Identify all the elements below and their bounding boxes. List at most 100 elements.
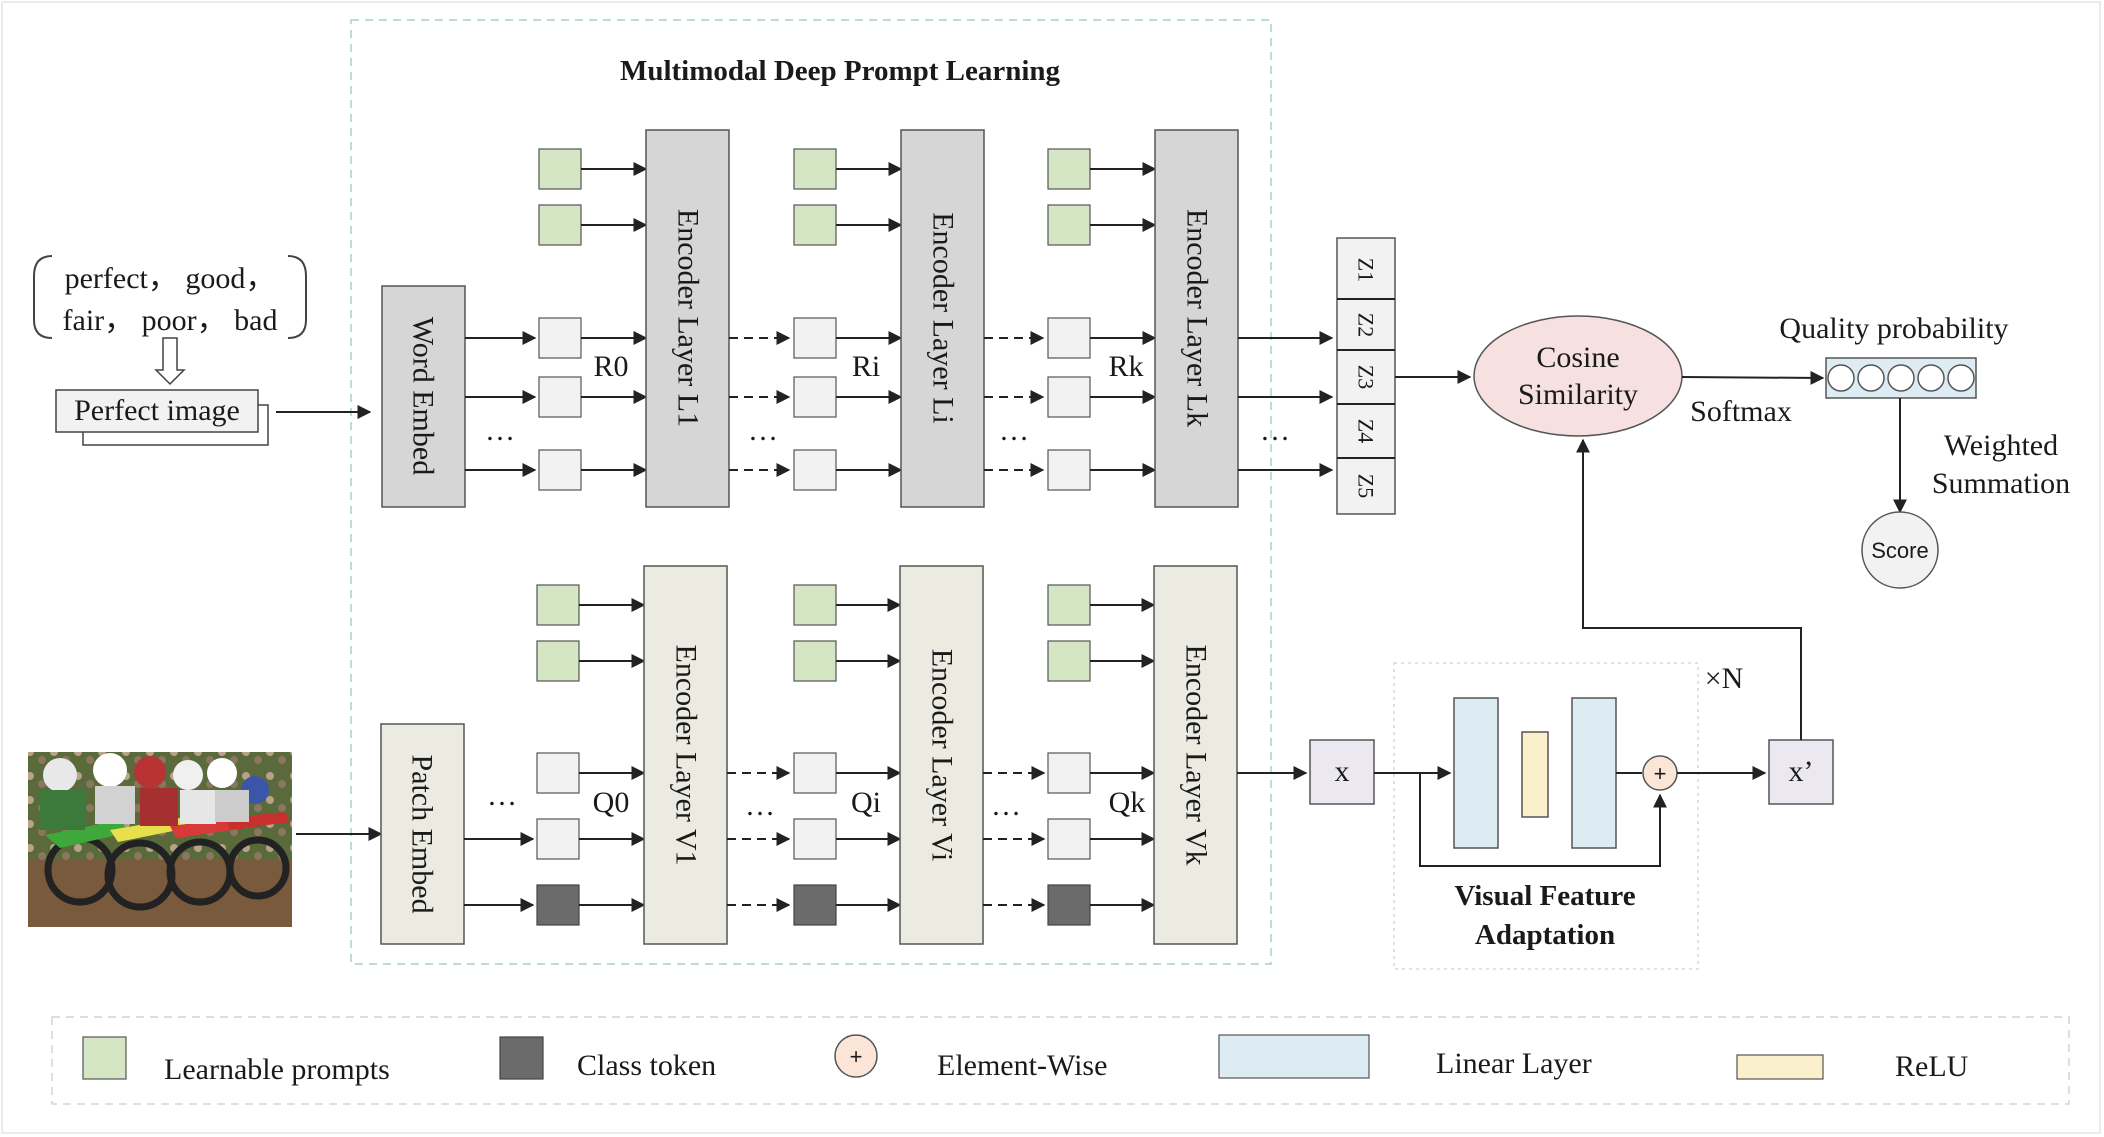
encoder-label-v1: Encoder Layer V1 <box>670 644 703 865</box>
weighted-summation-label-1: Weighted <box>1944 429 2058 462</box>
softmax-label: Softmax <box>1690 395 1792 428</box>
learnable-prompt <box>793 148 837 190</box>
image-token <box>536 752 580 794</box>
legend-element-wise-symbol <box>834 1034 878 1078</box>
image-token <box>1047 752 1091 794</box>
text-token <box>793 449 837 491</box>
text-token <box>793 317 837 359</box>
repeat-label: ×N <box>1705 662 1744 695</box>
encoder-layer-lk <box>1154 129 1239 508</box>
legend-class-token-swatch <box>499 1036 544 1080</box>
learnable-prompt <box>1047 204 1091 246</box>
legend-learnable-label: Learnable prompts <box>164 1053 390 1086</box>
legend-linear-swatch <box>1218 1034 1370 1079</box>
encoder-label-li: Encoder Layer Li <box>927 212 960 424</box>
relu-layer <box>1521 731 1549 818</box>
class-token <box>1047 884 1091 926</box>
prompt-label-qk: Qk <box>1109 786 1146 819</box>
weighted-summation-label-2: Summation <box>1932 467 2070 500</box>
text-token <box>538 317 582 359</box>
legend-class-token-label: Class token <box>577 1049 716 1082</box>
prompt-label-ri: Ri <box>852 350 880 383</box>
legend-relu-swatch <box>1736 1054 1824 1080</box>
z-token-stack: Z1 Z2 Z3 Z4 Z5 <box>1336 237 1396 515</box>
input-image <box>28 752 292 927</box>
learnable-prompt <box>538 148 582 190</box>
diagram-title: Multimodal Deep Prompt Learning <box>620 55 1061 87</box>
learnable-prompt <box>793 204 837 246</box>
learnable-prompt <box>1047 148 1091 190</box>
text-token <box>1047 317 1091 359</box>
learnable-prompt <box>536 584 580 626</box>
probability-vector <box>1825 357 1977 399</box>
patch-embed-box <box>380 723 465 945</box>
z-token-1: Z1 <box>1354 258 1379 282</box>
encoder-label-vk: Encoder Layer Vk <box>1180 644 1213 865</box>
x-input-box <box>1309 739 1375 805</box>
ellipsis: … <box>1260 414 1290 447</box>
cosine-similarity-node <box>1473 315 1683 437</box>
text-token <box>1047 449 1091 491</box>
image-token <box>536 818 580 860</box>
quality-probability-label: Quality probability <box>1779 312 2008 345</box>
z-token-4: Z4 <box>1354 419 1379 443</box>
cosine-label-1: Cosine <box>1536 341 1619 374</box>
encoder-label-lk: Encoder Layer Lk <box>1181 209 1214 427</box>
text-branch: … R0 Encoder Layer L1 … Ri Encoder Layer… <box>465 129 1334 508</box>
template-text: Perfect image <box>74 394 240 427</box>
prompt-label-r0: R0 <box>593 350 628 383</box>
learnable-prompt <box>1047 584 1091 626</box>
encoder-layer-v1 <box>643 565 728 945</box>
legend-plus-symbol: + <box>850 1044 863 1069</box>
z-token-2: Z2 <box>1354 313 1379 337</box>
encoder-layer-l1 <box>645 129 730 508</box>
learnable-prompt <box>538 204 582 246</box>
word-embed-label: Word Embed <box>407 317 440 475</box>
ellipsis: … <box>487 779 517 812</box>
ellipsis: … <box>999 414 1029 447</box>
z-token-3: Z3 <box>1354 365 1379 389</box>
mdpl-region <box>350 19 1272 965</box>
plus-symbol: + <box>1654 761 1667 786</box>
prompt-label-rk: Rk <box>1108 350 1143 383</box>
template-box <box>55 389 259 433</box>
class-token <box>793 884 837 926</box>
encoder-label-l1: Encoder Layer L1 <box>672 209 705 427</box>
learnable-prompt <box>793 584 837 626</box>
vision-branch: … Q0 Encoder Layer V1 … Qi Encoder Layer… <box>464 565 1238 945</box>
text-token <box>1047 376 1091 418</box>
encoder-label-vi: Encoder Layer Vi <box>926 649 959 862</box>
legend-learnable-swatch <box>82 1036 127 1080</box>
class-words-line1: perfect， good， <box>65 262 276 295</box>
legend-element-wise-label: Element-Wise <box>937 1049 1107 1082</box>
ellipsis: … <box>745 789 775 822</box>
prompt-label-q0: Q0 <box>593 786 630 819</box>
learnable-prompt <box>536 640 580 682</box>
encoder-layer-vk <box>1153 565 1238 945</box>
word-embed-box <box>381 285 466 508</box>
z-token-5: Z5 <box>1354 474 1379 498</box>
score-label: Score <box>1871 538 1928 563</box>
class-token <box>536 884 580 926</box>
score-node <box>1861 511 1939 589</box>
legend-linear-label: Linear Layer <box>1436 1047 1592 1080</box>
vfa-label-2: Adaptation <box>1475 919 1615 951</box>
learnable-prompt <box>1047 640 1091 682</box>
text-token <box>793 376 837 418</box>
legend-relu-label: ReLU <box>1895 1050 1969 1083</box>
vfa-region <box>1393 662 1699 970</box>
image-token <box>1047 818 1091 860</box>
ellipsis: … <box>748 414 778 447</box>
encoder-layer-vi <box>899 565 984 945</box>
text-input-group: perfect， good， fair， poor， bad Perfect i… <box>33 255 372 446</box>
text-token <box>538 376 582 418</box>
x-output-box <box>1768 739 1834 805</box>
class-words-bracket <box>33 255 307 339</box>
ellipsis: … <box>485 414 515 447</box>
ellipsis: … <box>991 789 1021 822</box>
linear-layer-2 <box>1571 697 1617 849</box>
legend-frame <box>51 1016 2070 1105</box>
learnable-prompt <box>793 640 837 682</box>
